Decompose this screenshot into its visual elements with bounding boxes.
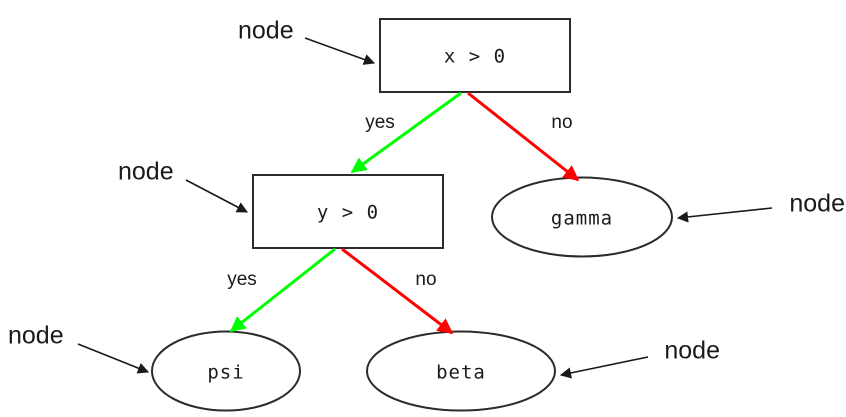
edge-inner-psi-yes: yes bbox=[227, 247, 336, 333]
node-gamma[interactable]: gamma bbox=[491, 176, 673, 258]
node-psi-label: psi bbox=[207, 362, 244, 384]
annotation-psi-leader bbox=[77, 343, 150, 374]
annotation-beta: node bbox=[559, 337, 720, 379]
annotation-root-label: node bbox=[238, 17, 294, 45]
annotation-root: node bbox=[238, 17, 376, 65]
node-gamma-label: gamma bbox=[551, 208, 613, 230]
node-psi[interactable]: psi bbox=[151, 330, 301, 412]
node-root[interactable]: x > 0 bbox=[379, 18, 571, 93]
annotation-gamma-label: node bbox=[789, 190, 845, 218]
annotation-gamma-leader bbox=[676, 207, 773, 223]
annotation-psi: node bbox=[8, 322, 150, 374]
node-root-box bbox=[379, 18, 571, 93]
annotation-beta-leader bbox=[559, 356, 649, 379]
edge-root-gamma-label: no bbox=[551, 112, 572, 133]
node-psi-ellipse bbox=[151, 330, 301, 412]
node-inner-label: y > 0 bbox=[317, 202, 379, 224]
node-beta[interactable]: beta bbox=[366, 330, 556, 412]
edge-inner-beta-no: no bbox=[341, 247, 454, 335]
annotation-inner: node bbox=[118, 158, 248, 213]
annotation-gamma: node bbox=[676, 190, 845, 223]
annotation-root-leader bbox=[304, 37, 376, 65]
node-root-label: x > 0 bbox=[444, 46, 506, 68]
annotation-beta-label: node bbox=[664, 337, 720, 365]
edge-root-inner-yes: yes bbox=[350, 91, 462, 174]
node-beta-label: beta bbox=[436, 362, 486, 384]
node-inner-box bbox=[252, 174, 444, 249]
annotation-inner-leader bbox=[185, 179, 248, 213]
edge-root-gamma-line bbox=[467, 91, 580, 182]
node-gamma-ellipse bbox=[491, 176, 673, 258]
node-beta-ellipse bbox=[366, 330, 556, 412]
edge-root-inner-label: yes bbox=[365, 112, 395, 133]
edge-root-gamma-no: no bbox=[467, 91, 580, 182]
node-inner[interactable]: y > 0 bbox=[252, 174, 444, 249]
edge-inner-psi-label: yes bbox=[227, 269, 257, 290]
edge-inner-psi-line bbox=[229, 247, 336, 333]
edge-root-inner-line bbox=[350, 91, 462, 174]
annotation-inner-label: node bbox=[118, 158, 174, 186]
edge-inner-beta-label: no bbox=[415, 269, 436, 290]
annotation-psi-label: node bbox=[8, 322, 64, 350]
edge-inner-beta-line bbox=[341, 247, 454, 335]
